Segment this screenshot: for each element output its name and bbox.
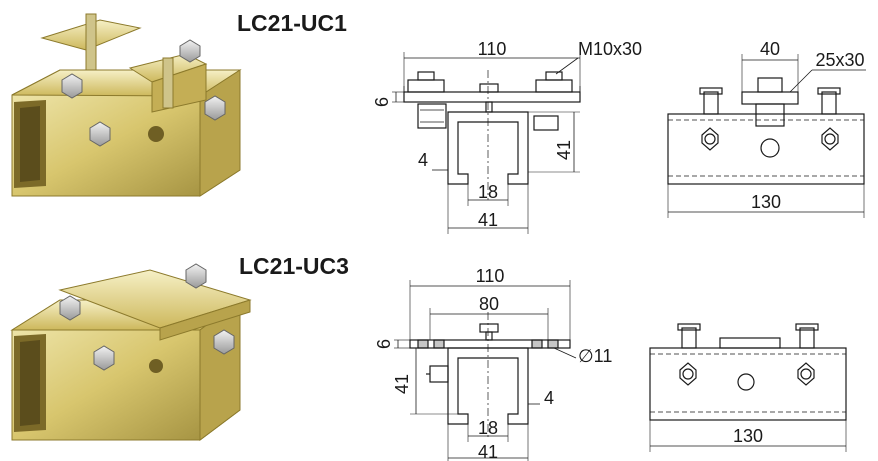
hole-diameter-label: ∅11 — [578, 346, 612, 366]
side-view-uc1-labels: 40 25x30 130 — [751, 39, 865, 212]
dim-offset-4: 4 — [544, 388, 554, 408]
dim-thickness-6: 6 — [372, 97, 392, 107]
dim-plate-40: 40 — [760, 39, 780, 59]
dim-height-41: 41 — [392, 374, 412, 394]
front-view-uc1 — [392, 52, 581, 234]
side-view-uc3-labels: 130 — [733, 426, 763, 446]
dim-channel-41: 41 — [478, 442, 498, 461]
product-photo-uc1 — [11, 13, 242, 197]
dim-height-41: 41 — [554, 140, 574, 160]
dim-length-130: 130 — [751, 192, 781, 212]
dim-inner-80: 80 — [479, 294, 499, 314]
model-label-uc3: LC21-UC3 — [239, 253, 349, 279]
front-view-uc3-labels: 110 80 6 ∅11 41 4 18 41 — [374, 266, 612, 461]
plate-label-25x30: 25x30 — [815, 50, 864, 70]
front-view-uc3 — [394, 280, 577, 461]
side-view-uc3 — [649, 323, 847, 452]
dim-width-110: 110 — [478, 39, 507, 59]
dim-length-130: 130 — [733, 426, 763, 446]
dim-width-110: 110 — [476, 266, 505, 286]
product-photo-uc3 — [10, 263, 252, 441]
hex-bolt-icon — [61, 73, 226, 147]
dim-thickness-6: 6 — [374, 339, 394, 349]
dim-slot-18: 18 — [478, 182, 498, 202]
dim-offset-4: 4 — [418, 150, 428, 170]
side-view-uc1 — [667, 54, 866, 218]
front-view-uc1-labels: 110 M10x30 6 4 41 18 41 — [372, 39, 642, 230]
dim-channel-41: 41 — [478, 210, 498, 230]
dim-slot-18: 18 — [478, 418, 498, 438]
bolt-label: M10x30 — [578, 39, 642, 59]
model-label-uc1: LC21-UC1 — [237, 10, 347, 36]
hex-bolt-icon — [59, 263, 235, 371]
